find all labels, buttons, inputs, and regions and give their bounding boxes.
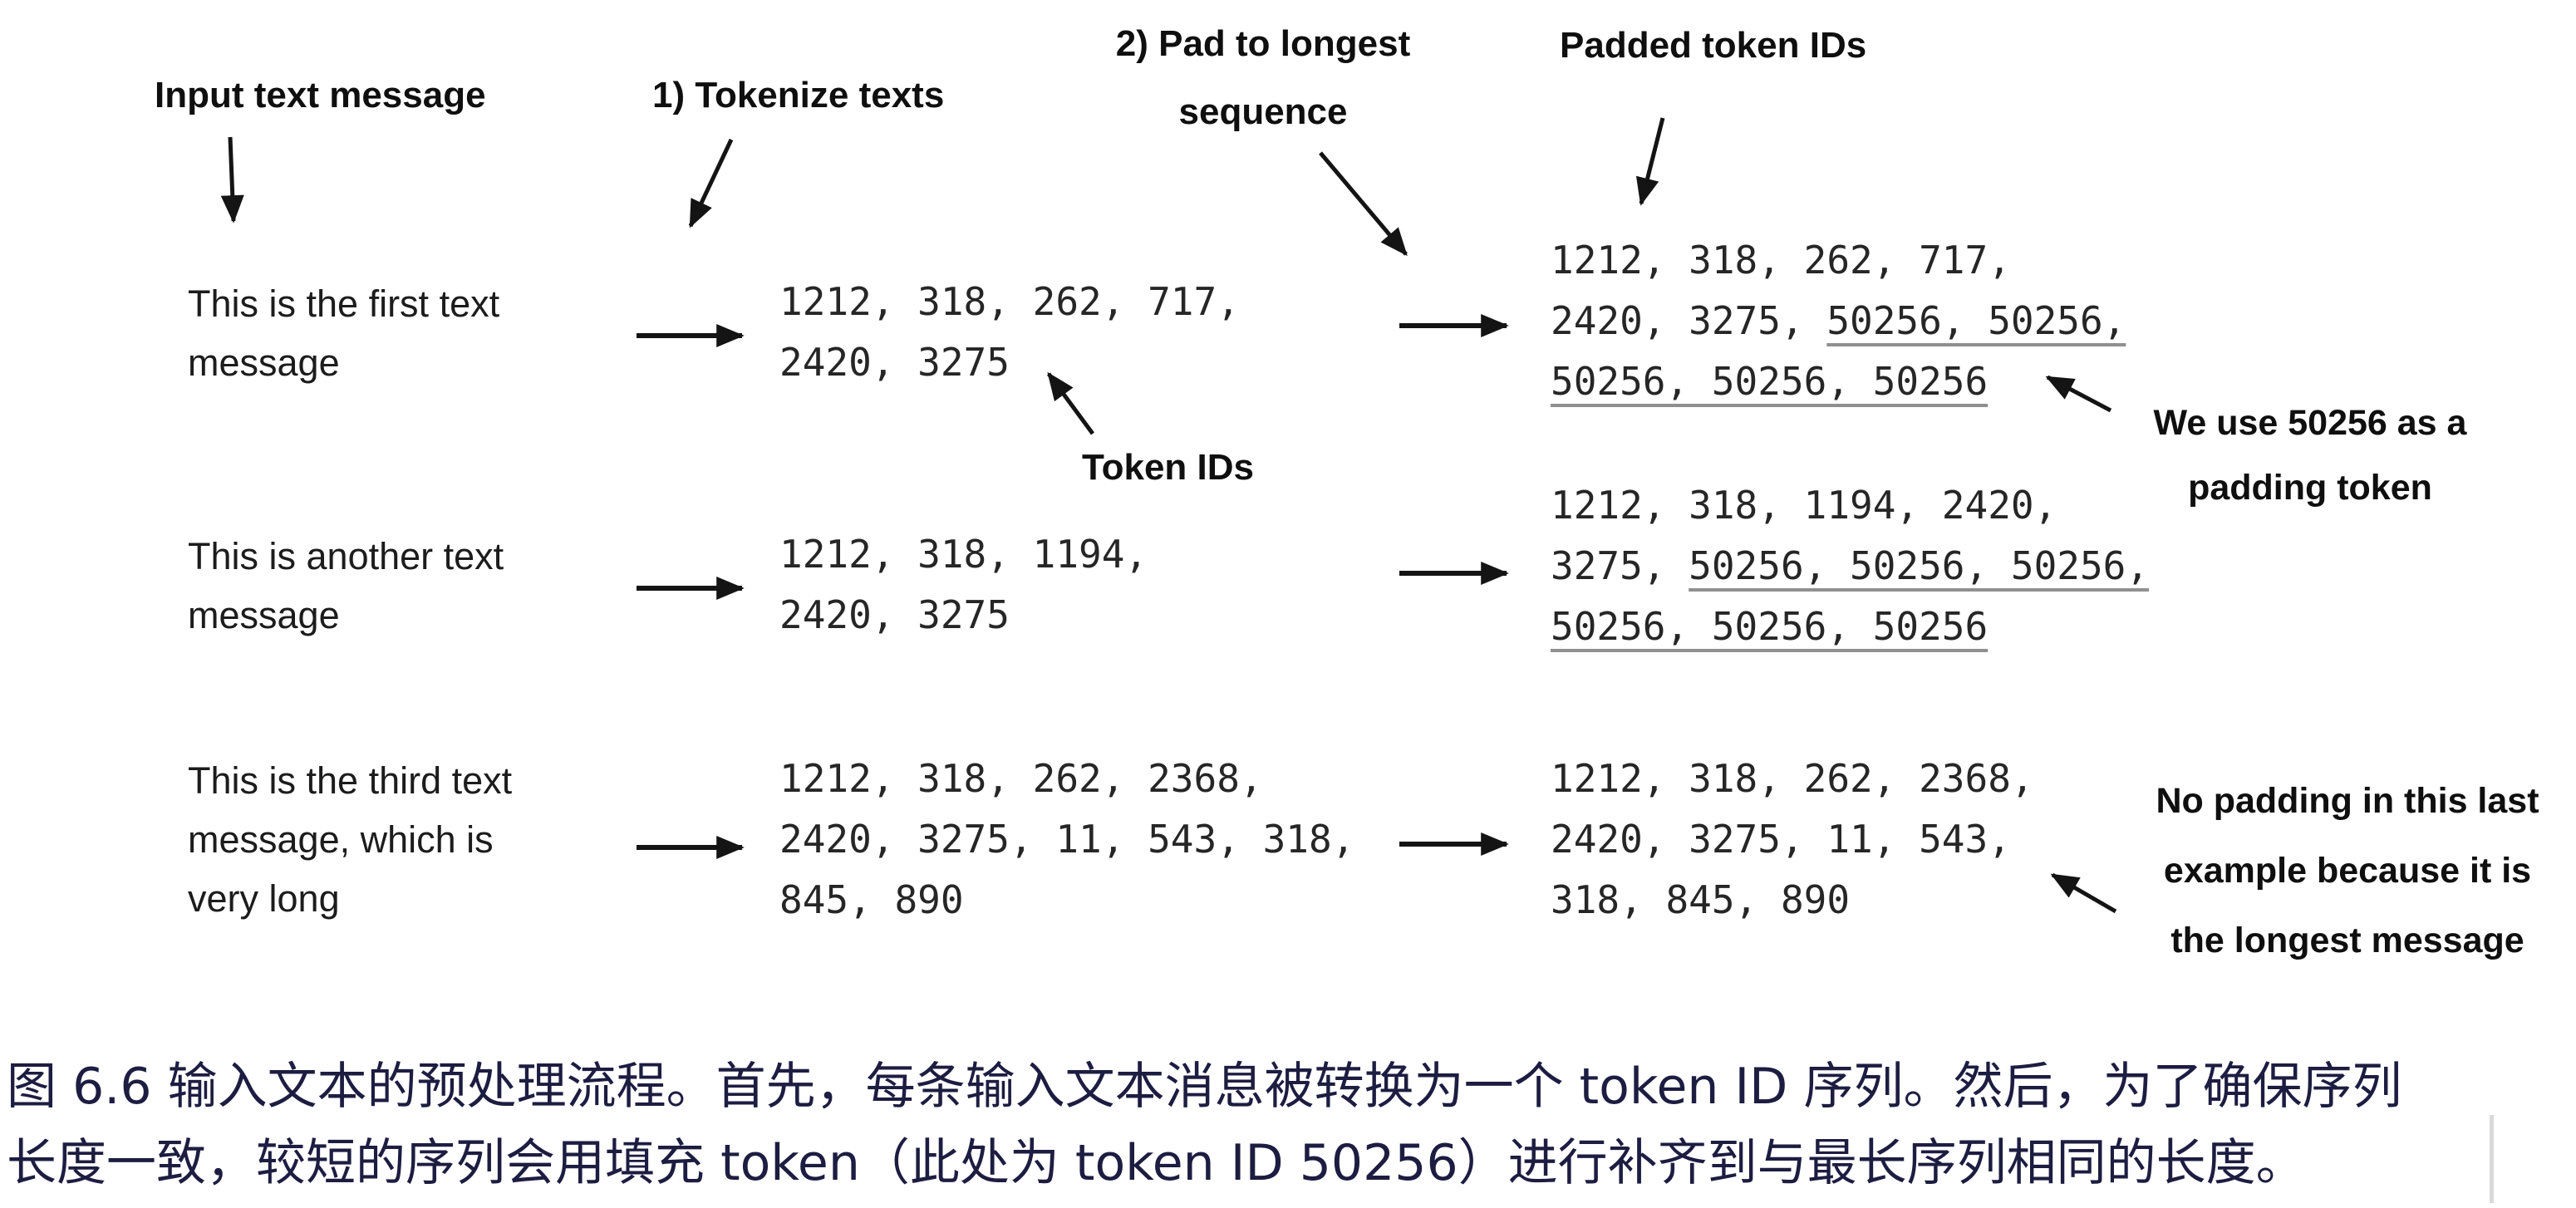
no-padding-note-line1: No padding in this last bbox=[2156, 781, 2539, 821]
padded-1-line1-plain: 1212, 318, 262, 717, bbox=[1551, 238, 2011, 282]
no-padding-note: No padding in this last example because … bbox=[2131, 766, 2564, 975]
padded-2-line2-underlined: 50256, 50256, 50256, bbox=[1689, 543, 2150, 588]
padded-token-ids-2-line1: 1212, 318, 1194, 2420, bbox=[1551, 475, 2149, 536]
token-ids-3: 1212, 318, 262, 2368, 2420, 3275, 11, 54… bbox=[779, 749, 1354, 931]
pad-step-label-line2: sequence bbox=[1178, 91, 1348, 132]
token-ids-3-line3: 845, 890 bbox=[779, 877, 964, 922]
padded-token-ids-1-line1: 1212, 318, 262, 717, bbox=[1551, 230, 2126, 291]
token-ids-1-line2: 2420, 3275 bbox=[779, 340, 1010, 385]
input-message-2-line2: message bbox=[188, 594, 340, 636]
input-message-1-line1: This is the first text bbox=[188, 282, 500, 325]
token-ids-annotation-label: Token IDs bbox=[1082, 447, 1255, 488]
tokenize-label-arrow bbox=[688, 138, 734, 228]
figure-caption-line1: 图 6.6 输入文本的预处理流程。首先，每条输入文本消息被转换为一个 token… bbox=[7, 1058, 2402, 1116]
padded-1-line2-underlined: 50256, 50256, bbox=[1826, 298, 2126, 343]
input-message-1: This is the first text message bbox=[188, 274, 499, 392]
padded-1-line2-plain: 2420, 3275, bbox=[1551, 298, 1827, 343]
no-padding-pointer-arrow bbox=[2050, 872, 2117, 914]
no-padding-note-line3: the longest message bbox=[2170, 921, 2524, 960]
padded-token-ids-1-line3: 50256, 50256, 50256 bbox=[1551, 351, 2126, 412]
input-message-2: This is another text message bbox=[188, 527, 504, 645]
padded-3-line1-plain: 1212, 318, 262, 2368, bbox=[1551, 756, 2034, 801]
padded-2-line1-plain: 1212, 318, 1194, 2420, bbox=[1551, 483, 2057, 528]
figure-caption-line2: 长度一致，较短的序列会用填充 token（此处为 token ID 50256）… bbox=[7, 1134, 2306, 1192]
padded-1-line3-underlined: 50256, 50256, 50256 bbox=[1551, 359, 1989, 404]
input-message-3-line1: This is the third text bbox=[188, 759, 513, 802]
token-ids-3-line2: 2420, 3275, 11, 543, 318, bbox=[779, 817, 1355, 862]
padded-token-ids-2-line3: 50256, 50256, 50256 bbox=[1551, 597, 2149, 657]
input-message-2-line1: This is another text bbox=[188, 535, 504, 577]
input-message-3: This is the third text message, which is… bbox=[188, 751, 512, 928]
cursor-artifact bbox=[2490, 1115, 2494, 1203]
token-ids-3-line1: 1212, 318, 262, 2368, bbox=[779, 756, 1263, 801]
padded-token-ids-label: Padded token IDs bbox=[1560, 25, 1867, 66]
input-text-message-label: Input text message bbox=[155, 75, 486, 115]
token-ids-2: 1212, 318, 1194, 2420, 3275 bbox=[779, 524, 1148, 646]
token-ids-2-line1: 1212, 318, 1194, bbox=[779, 532, 1148, 577]
padding-token-note: We use 50256 as a padding token bbox=[2123, 390, 2497, 520]
input-message-3-line3: very long bbox=[188, 877, 340, 920]
padded-token-ids-3-line3: 318, 845, 890 bbox=[1551, 870, 2034, 931]
pad-label-arrow bbox=[1319, 151, 1408, 257]
padded-token-ids-3-line2: 2420, 3275, 11, 543, bbox=[1551, 809, 2034, 870]
token-ids-1: 1212, 318, 262, 717, 2420, 3275 bbox=[779, 272, 1240, 393]
padded-label-arrow bbox=[1635, 117, 1665, 206]
no-padding-note-line2: example because it is bbox=[2163, 851, 2532, 891]
token-ids-2-line2: 2420, 3275 bbox=[779, 592, 1010, 637]
padded-2-line3-underlined: 50256, 50256, 50256 bbox=[1551, 604, 1989, 649]
padded-token-ids-2: 1212, 318, 1194, 2420, 3275, 50256, 5025… bbox=[1551, 475, 2149, 657]
padding-token-note-line2: padding token bbox=[2188, 468, 2432, 508]
input-message-1-line2: message bbox=[188, 341, 340, 384]
padded-token-ids-1-line2: 2420, 3275, 50256, 50256, bbox=[1551, 291, 2126, 351]
padded-2-line2-plain: 3275, bbox=[1551, 543, 1689, 588]
padding-token-note-line1: We use 50256 as a bbox=[2153, 403, 2467, 443]
pad-step-label-line1: 2) Pad to longest bbox=[1115, 23, 1411, 64]
padded-token-ids-2-line2: 3275, 50256, 50256, 50256, bbox=[1551, 536, 2149, 597]
tokenize-step-label: 1) Tokenize texts bbox=[652, 75, 945, 115]
padded-3-line2-plain: 2420, 3275, 11, 543, bbox=[1551, 817, 2011, 862]
input-label-arrow bbox=[220, 136, 244, 223]
padded-3-line3-plain: 318, 845, 890 bbox=[1551, 877, 1851, 922]
token-ids-1-line1: 1212, 318, 262, 717, bbox=[779, 279, 1240, 324]
padded-token-ids-3-line1: 1212, 318, 262, 2368, bbox=[1551, 749, 2034, 809]
pad-step-label: 2) Pad to longest sequence bbox=[1097, 10, 1429, 146]
input-message-3-line2: message, which is bbox=[188, 818, 494, 861]
padded-token-ids-1: 1212, 318, 262, 717, 2420, 3275, 50256, … bbox=[1551, 230, 2126, 412]
padded-token-ids-3: 1212, 318, 262, 2368, 2420, 3275, 11, 54… bbox=[1551, 749, 2034, 931]
